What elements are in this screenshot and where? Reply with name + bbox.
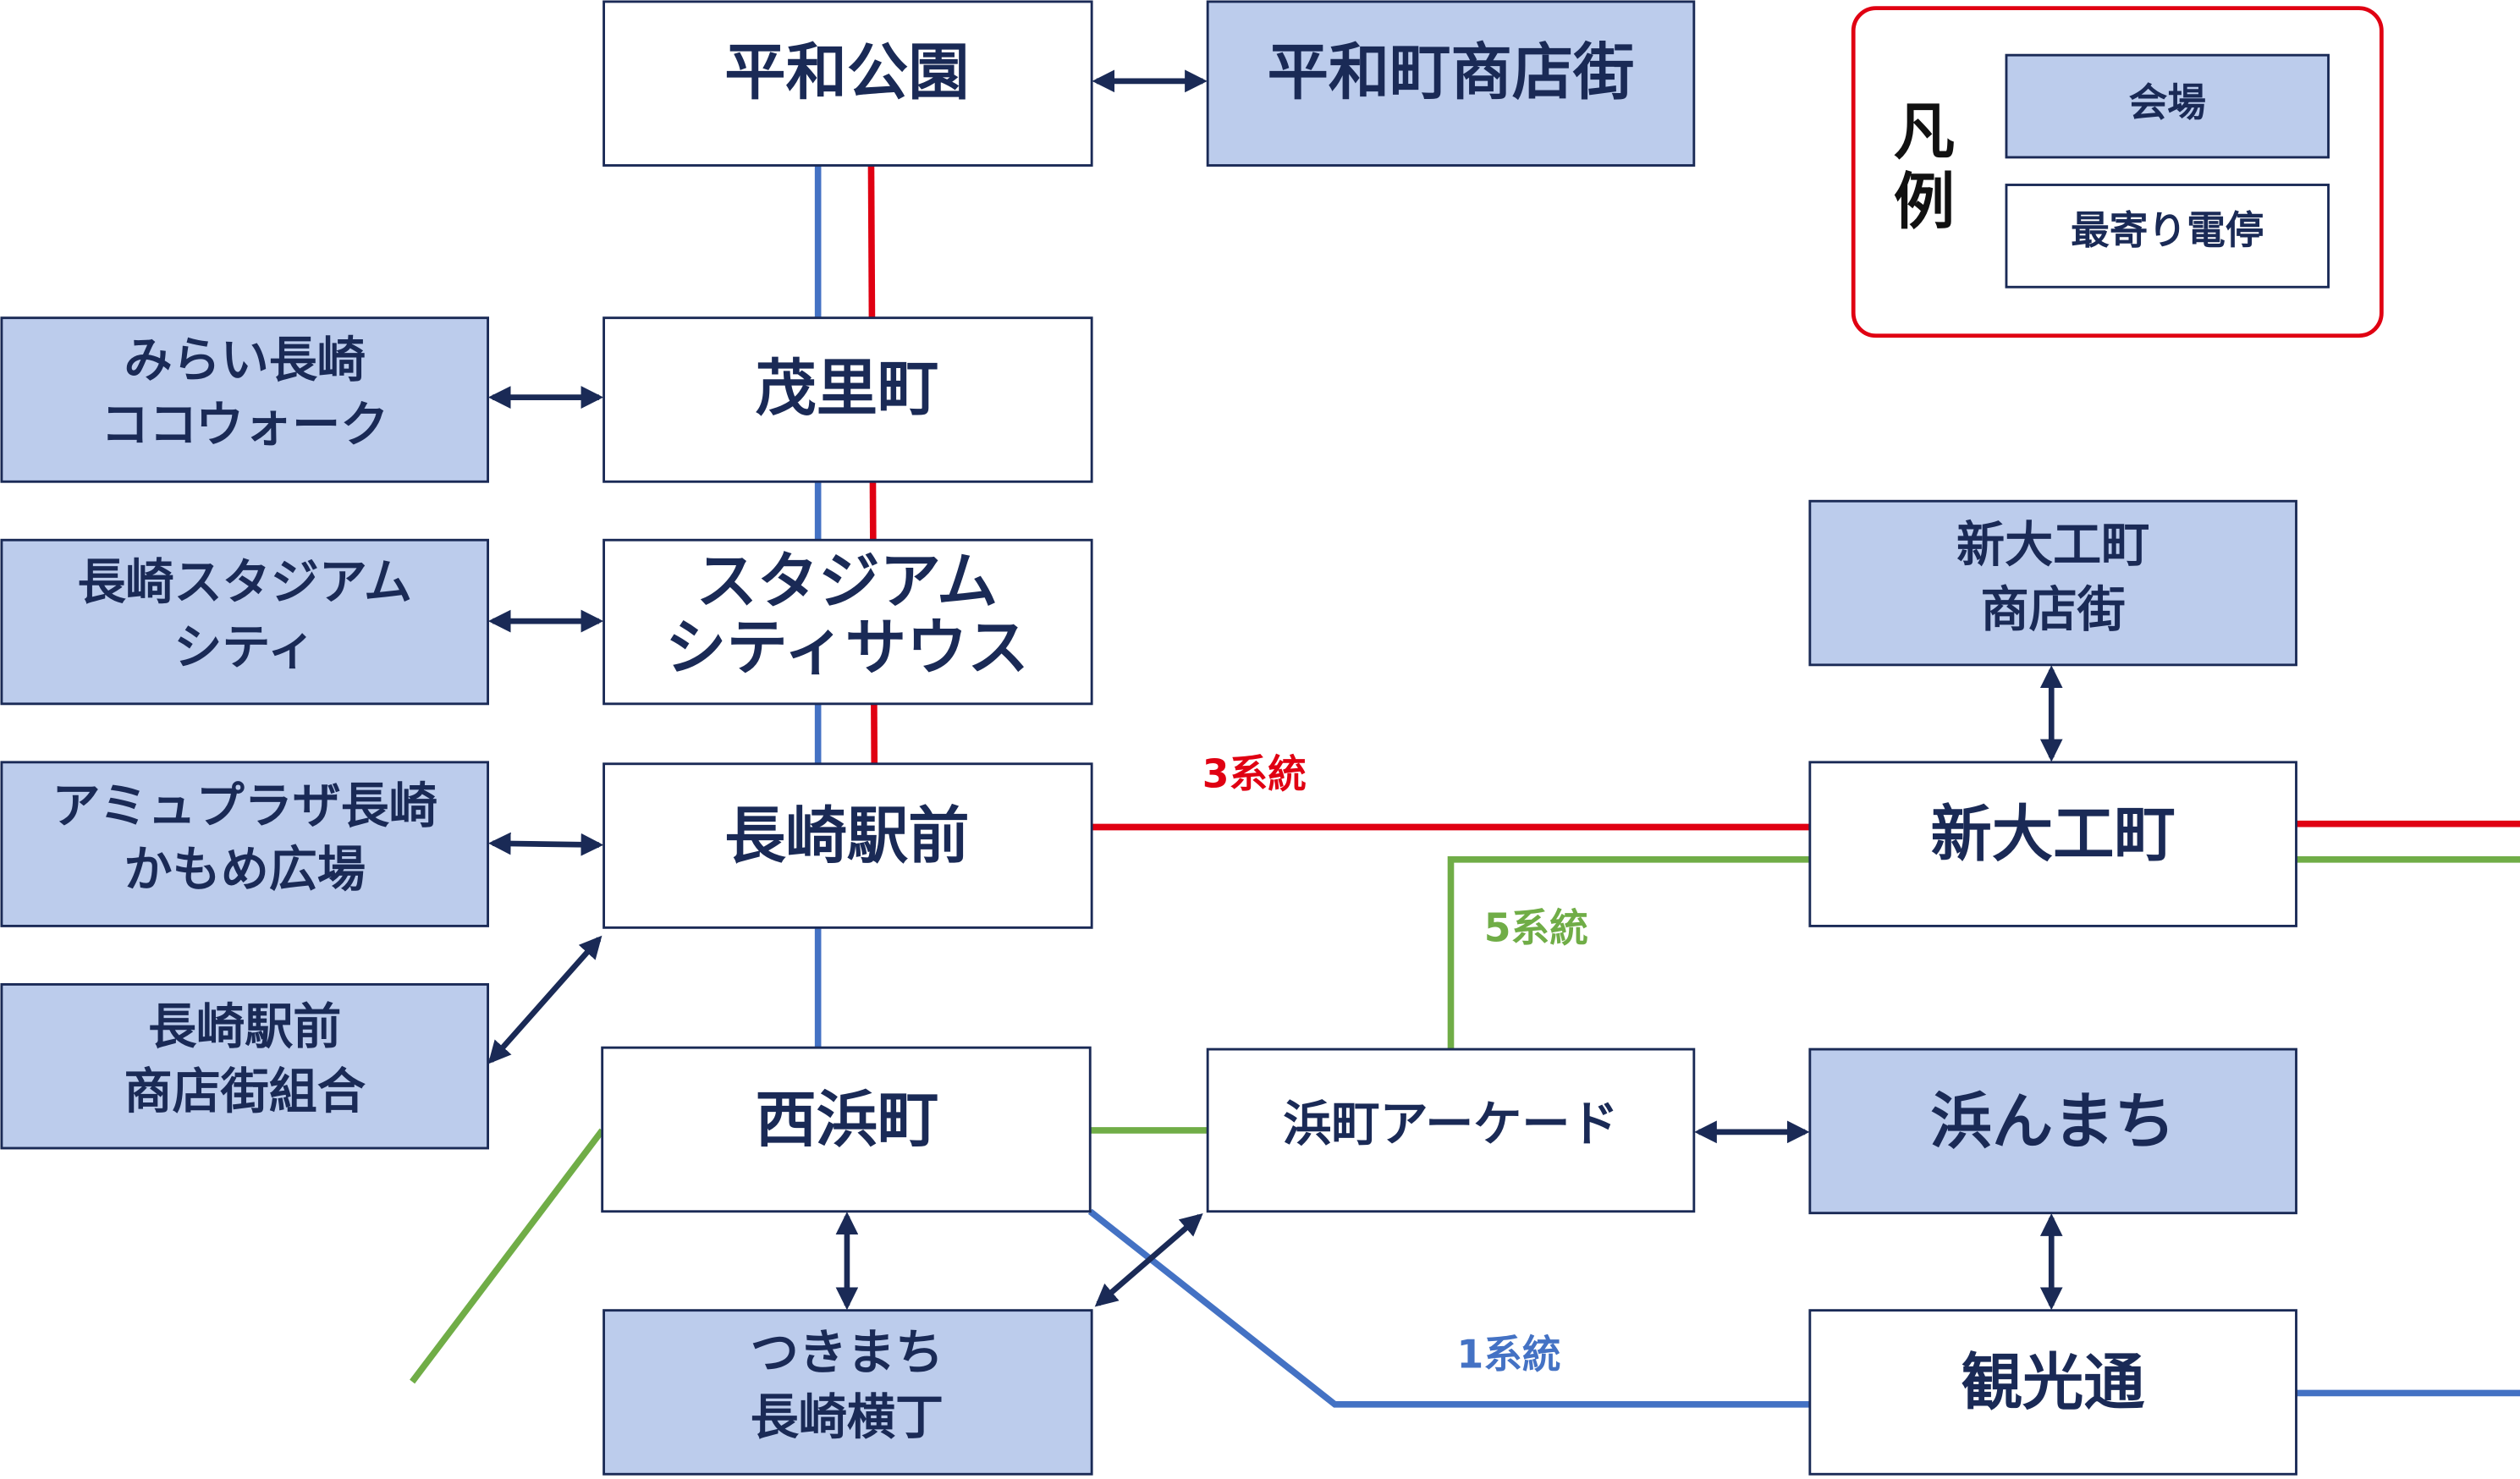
venue-label: 浜んまち	[1931, 1086, 2176, 1157]
line5-segment	[1447, 856, 1810, 1050]
stop-morimachi[interactable]: 茂里町	[602, 316, 1093, 483]
venue-label: アミュプラザ長崎	[52, 778, 437, 834]
stop-label: 西浜町	[755, 1085, 938, 1156]
legend-venue-label: 会場	[2129, 80, 2206, 125]
stop-stadium-city-south[interactable]: スタジアム シティサウス	[602, 538, 1093, 706]
venue-shindaiku-shotengai[interactable]: 新大工町 商店街	[1808, 499, 2297, 667]
legend-stop-label: 最寄り電停	[2071, 207, 2264, 253]
venue-label: 商店街組合	[124, 1063, 366, 1119]
legend-title: 例	[1894, 167, 1955, 238]
venue-label: つきまち	[751, 1324, 944, 1381]
connection-arrow	[487, 935, 602, 1064]
venue-miraicoco[interactable]: みらい長崎 ココウォーク	[0, 316, 489, 483]
venue-label: 商店街	[1981, 581, 2126, 638]
venue-label: ココウォーク	[101, 397, 388, 454]
stop-nishihamamachi[interactable]: 西浜町	[601, 1046, 1092, 1213]
connection-arrow	[487, 832, 604, 856]
stop-label: シティサウス	[665, 613, 1028, 685]
stop-label: 長崎駅前	[724, 801, 969, 872]
line1-label: 1系統	[1456, 1331, 1560, 1377]
stop-kankodori[interactable]: 観光通	[1808, 1309, 2297, 1476]
line1-segment	[1087, 1208, 1810, 1408]
stop-shindaikumachi[interactable]: 新大工町	[1808, 761, 2297, 927]
venue-tsukimachi[interactable]: つきまち 長崎横丁	[602, 1309, 1093, 1476]
venue-label: 長崎駅前	[148, 998, 341, 1055]
connection-arrow	[1094, 1213, 1203, 1307]
venue-amu-plaza[interactable]: アミュプラザ長崎 かもめ広場	[0, 761, 489, 927]
venue-label: 新大工町	[1956, 516, 2149, 573]
venue-hamanmachi[interactable]: 浜んまち	[1808, 1047, 2297, 1215]
stop-label: 観光通	[1962, 1348, 2145, 1419]
venue-label: シティ	[173, 619, 316, 675]
stop-label: 新大工町	[1931, 800, 2176, 871]
venue-ekimae-shotengai[interactable]: 長崎駅前 商店街組合	[0, 982, 489, 1150]
connections	[487, 69, 2063, 1311]
stop-label: 平和公園	[724, 37, 969, 108]
venue-stadium-city[interactable]: 長崎スタジアム シティ	[0, 538, 489, 706]
legend-stop-swatch	[2005, 184, 2330, 289]
venue-label: 平和町商店街	[1268, 37, 1635, 108]
stop-heiwakoen[interactable]: 平和公園	[602, 0, 1093, 167]
legend-venue-swatch	[2005, 53, 2330, 159]
stop-label: 茂里町	[755, 354, 938, 425]
venue-label: みらい長崎	[124, 332, 366, 388]
legend: 凡 例 会場 最寄り電停	[1851, 6, 2384, 338]
stop-nagasaki-ekimae[interactable]: 長崎駅前	[602, 762, 1093, 929]
venue-label: 長崎横丁	[751, 1389, 944, 1446]
line3-label: 3系統	[1202, 750, 1307, 796]
legend-title: 凡	[1894, 97, 1955, 168]
stop-label: 浜町アーケード	[1283, 1096, 1618, 1152]
line5-label: 5系統	[1484, 904, 1588, 950]
stop-label: スタジアム	[696, 547, 998, 618]
venue-label: かもめ広場	[124, 841, 366, 898]
line5-segment	[410, 1128, 605, 1384]
venue-heiwamachi-shotengai[interactable]: 平和町商店街	[1206, 0, 1696, 167]
stop-hamamachi-arcade[interactable]: 浜町アーケード	[1206, 1047, 1696, 1213]
venue-label: 長崎スタジアム	[77, 553, 412, 610]
